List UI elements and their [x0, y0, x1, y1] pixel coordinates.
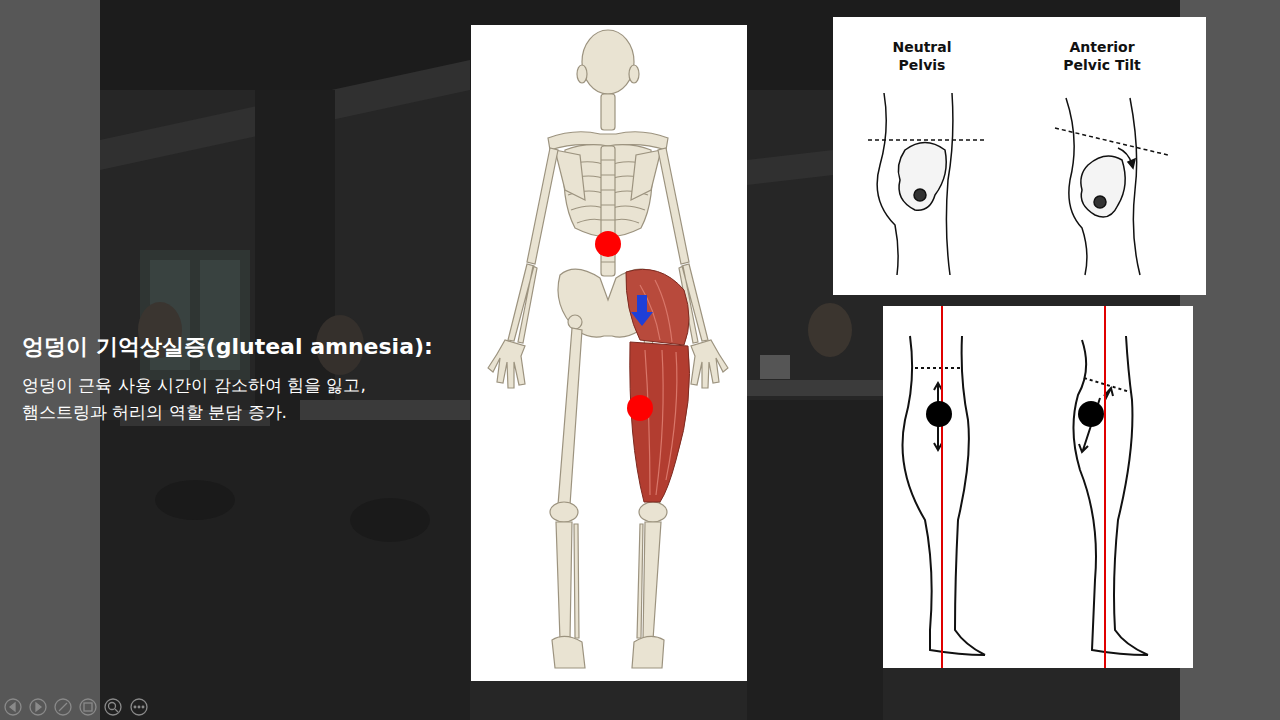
slideshow-toolbar — [5, 699, 147, 715]
skeleton-figure — [488, 30, 728, 668]
panel-caption: Neutral Pelvis — [876, 38, 968, 74]
pelvis-panel — [833, 17, 1206, 295]
office-photo — [100, 0, 1280, 720]
plumb-line — [941, 306, 943, 668]
pain-point — [627, 395, 653, 421]
plumb-line — [1104, 306, 1106, 668]
tilted-pelvis-figure — [1055, 98, 1168, 275]
neutral-pelvis-figure — [868, 93, 985, 275]
skeleton-panel — [471, 25, 747, 681]
down-arrow — [631, 295, 653, 326]
hip-joint-dot — [926, 401, 952, 427]
hip-joint-dot — [1078, 401, 1104, 427]
slide-body-text: 엉덩이 근육 사용 시간이 감소하여 힘을 잃고, 햄스트링과 허리의 역할 분… — [22, 372, 452, 426]
panel-caption: Anterior Pelvic Tilt — [1056, 38, 1148, 74]
posture-panel — [883, 306, 1193, 668]
gluteal-hamstring-muscles — [626, 269, 690, 502]
slide-title: 엉덩이 기억상실증(gluteal amnesia): — [22, 332, 433, 362]
tilted-leg-outline — [1073, 336, 1148, 655]
pain-point — [595, 231, 621, 257]
neutral-leg-outline — [903, 336, 986, 655]
